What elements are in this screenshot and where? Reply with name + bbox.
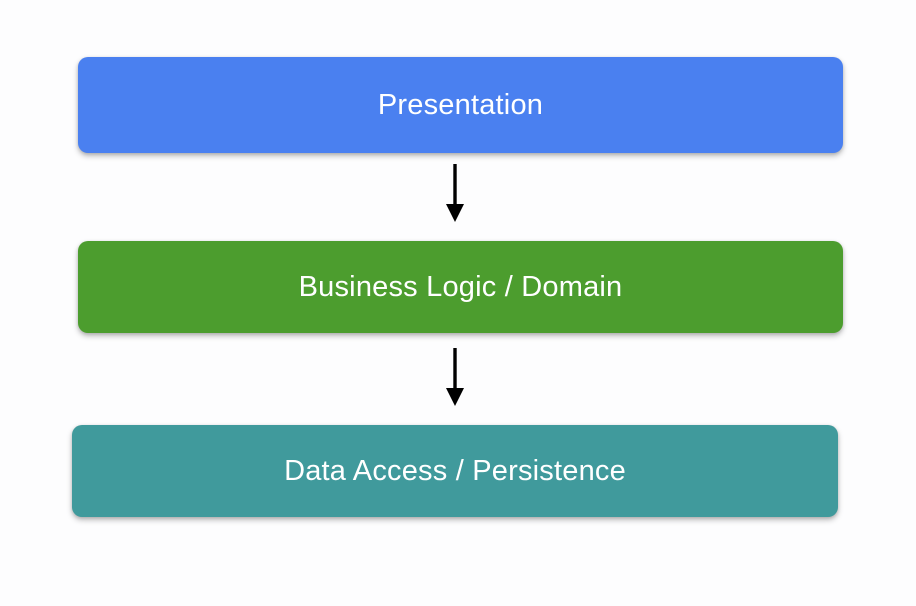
arrow-down-icon-presentation-to-business bbox=[446, 164, 464, 222]
layer-label-presentation: Presentation bbox=[377, 88, 544, 121]
layer-label-data-access: Data Access / Persistence bbox=[284, 454, 626, 487]
arrow-down-icon-business-to-data bbox=[446, 348, 464, 406]
layer-label-business-logic: Business Logic / Domain bbox=[298, 270, 623, 303]
layer-box-business-logic[interactable]: Business Logic / Domain bbox=[78, 241, 843, 333]
layer-box-presentation[interactable]: Presentation bbox=[78, 57, 843, 153]
layer-box-data-access[interactable]: Data Access / Persistence bbox=[72, 425, 838, 517]
